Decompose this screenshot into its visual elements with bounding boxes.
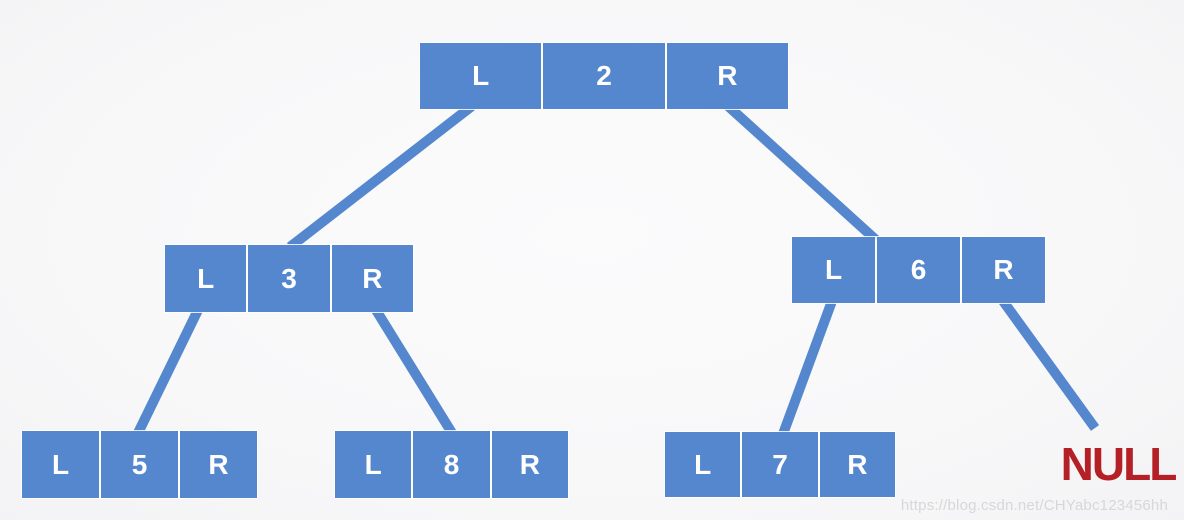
edge-node6-left-to-node7 [778,299,837,436]
node-3-right-pointer: R [331,245,413,312]
node-5-value: 5 [101,431,178,498]
node-5-right-pointer: R [180,431,257,498]
edge-node3-right-to-node8 [371,307,457,436]
watermark-url: https://blog.csdn.net/CHYabc123456hh [900,497,1168,514]
tree-node-5: L 5 R [22,431,257,498]
node-6-right-pointer: R [962,237,1045,303]
node-7-left-pointer: L [665,432,741,497]
tree-node-8: L 8 R [335,431,568,498]
node-3-value: 3 [248,245,330,312]
node-8-right-pointer: R [491,431,568,498]
tree-node-7: L 7 R [665,432,895,497]
edge-node2-right-to-node6 [724,102,880,244]
node-6-left-pointer: L [792,237,875,303]
node-5-left-pointer: L [22,431,99,498]
node-2-left-pointer: L [420,43,542,109]
edge-node3-left-to-node5 [133,307,203,436]
node-6-value: 6 [877,237,960,303]
node-7-right-pointer: R [819,432,895,497]
node-8-value: 8 [413,431,490,498]
tree-node-6: L 6 R [792,237,1045,303]
node-8-left-pointer: L [335,431,412,498]
edge-node2-left-to-node3 [286,102,476,251]
node-3-left-pointer: L [165,245,247,312]
node-2-value: 2 [543,43,665,109]
node-7-value: 7 [742,432,818,497]
tree-node-2: L 2 R [420,43,788,109]
null-pointer-label: NULL [1060,438,1178,490]
node-2-right-pointer: R [666,43,788,109]
tree-node-3: L 3 R [165,245,413,312]
edge-node6-right-to-null [998,298,1100,431]
